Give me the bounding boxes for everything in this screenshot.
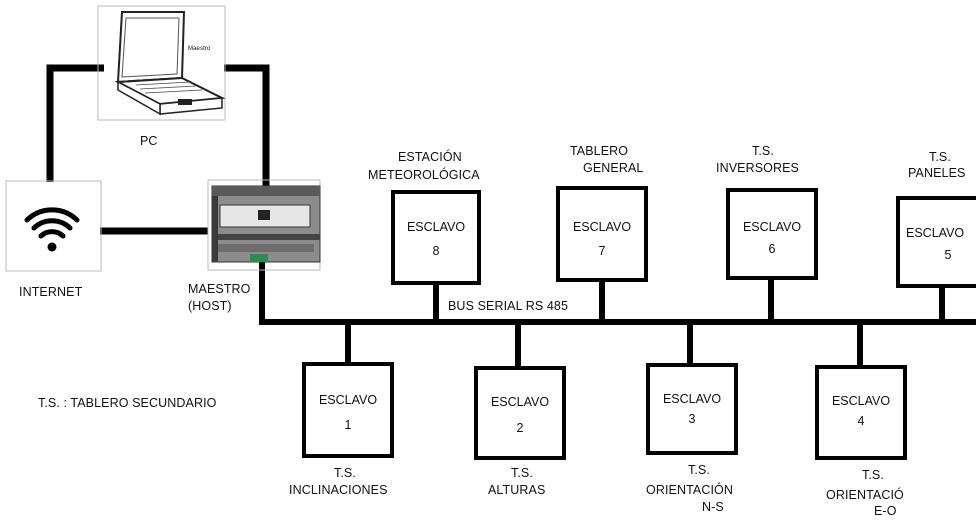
slave-6-caption-line2: INVERSORES xyxy=(716,161,799,175)
slave-6-number: 6 xyxy=(730,242,814,256)
slave-3-box: ESCLAVO 3 xyxy=(646,363,738,455)
slave-5-title: ESCLAVO xyxy=(906,226,976,240)
slave-5-caption-line2: PANELES xyxy=(908,166,965,180)
slave-4-caption-line2: ORIENTACIÓ xyxy=(826,488,904,502)
slave-2-caption-line1: T.S. xyxy=(511,466,533,480)
slave-1-caption-line2: INCLINACIONES xyxy=(289,483,388,497)
slave-2-number: 2 xyxy=(478,421,562,435)
slave-8-title: ESCLAVO xyxy=(395,220,477,234)
slave-6-title: ESCLAVO xyxy=(730,220,814,234)
slave-3-title: ESCLAVO xyxy=(650,392,734,406)
slave-7-number: 7 xyxy=(560,244,644,258)
slave-3-caption-line2: ORIENTACIÓN xyxy=(646,483,733,497)
master-label-line1: MAESTRO xyxy=(188,282,251,296)
slave-7-caption-line2: GENERAL xyxy=(583,161,643,175)
slave-5-box: ESCLAVO 5 xyxy=(896,196,976,288)
legend-text: T.S. : TABLERO SECUNDARIO xyxy=(38,396,216,410)
bus-label: BUS SERIAL RS 485 xyxy=(448,299,568,313)
slave-8-number: 8 xyxy=(395,244,477,258)
slave-2-title: ESCLAVO xyxy=(478,395,562,409)
slave-1-title: ESCLAVO xyxy=(306,393,390,407)
slave-4-caption-line3: E-O xyxy=(874,504,897,518)
slave-8-box: ESCLAVO 8 xyxy=(391,190,481,285)
slave-6-caption-line1: T.S. xyxy=(752,144,774,158)
slave-5-caption-line1: T.S. xyxy=(929,150,951,164)
slave-7-title: ESCLAVO xyxy=(560,220,644,234)
slave-7-box: ESCLAVO 7 xyxy=(556,186,648,282)
slave-3-number: 3 xyxy=(650,412,734,426)
slave-4-number: 4 xyxy=(819,414,903,428)
slave-2-caption-line2: ALTURAS xyxy=(488,483,545,497)
slave-3-caption-line1: T.S. xyxy=(688,463,710,477)
slave-1-box: ESCLAVO 1 xyxy=(302,362,394,458)
slave-1-number: 1 xyxy=(306,418,390,432)
slave-4-box: ESCLAVO 4 xyxy=(815,365,907,460)
slave-2-box: ESCLAVO 2 xyxy=(474,366,566,460)
slave-3-caption-line3: N-S xyxy=(702,500,724,514)
slave-7-caption-line1: TABLERO xyxy=(570,144,628,158)
slave-5-number: 5 xyxy=(906,248,976,262)
master-label-line2: (HOST) xyxy=(188,299,232,313)
slave-4-caption-line1: T.S. xyxy=(862,468,884,482)
slave-4-title: ESCLAVO xyxy=(819,394,903,408)
slave-1-caption-line1: T.S. xyxy=(334,466,356,480)
slave-8-caption-line1: ESTACIÓN xyxy=(398,150,462,164)
slave-8-caption-line2: METEOROLÓGICA xyxy=(368,168,480,182)
slave-6-box: ESCLAVO 6 xyxy=(726,188,818,280)
